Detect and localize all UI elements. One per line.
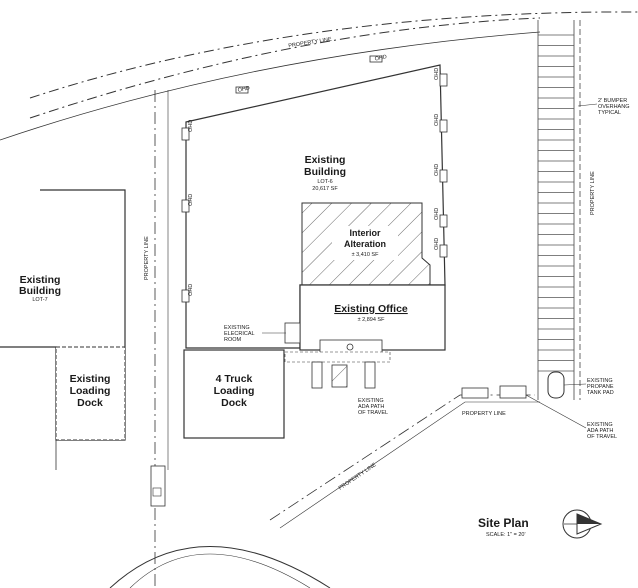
existing-building-title-1: Existing [305, 154, 346, 166]
svg-text:OHD: OHD [434, 164, 440, 176]
entry-sign-box [152, 487, 162, 497]
truck-dock-label-2: Loading [214, 385, 255, 397]
west-building-title-2: Building [19, 285, 61, 297]
north-arrow-icon [562, 509, 603, 539]
ada-path-center-2: ADA PATH [358, 404, 384, 410]
north-road-edges [0, 11, 638, 141]
west-dock-label-1: Existing [70, 373, 111, 385]
svg-text:OHD: OHD [374, 54, 387, 62]
bumper-note-leader [577, 103, 598, 107]
existing-office [299, 284, 446, 351]
svg-text:OHD: OHD [237, 85, 250, 93]
svg-text:OHD: OHD [434, 68, 440, 80]
west-building-title-1: Existing [20, 274, 61, 286]
svg-text:OHD: OHD [434, 208, 440, 220]
existing-office-area: ± 2,894 SF [358, 317, 386, 323]
west-loading-dock [55, 346, 126, 441]
cul-de-sac-curve [109, 546, 331, 588]
ada-path-east-leader [525, 394, 587, 429]
ada-path-east-2: ADA PATH [587, 428, 613, 434]
svg-text:OHD: OHD [188, 194, 194, 206]
propane-note-3: TANK PAD [587, 390, 614, 396]
existing-building-lot: LOT-6 [317, 179, 332, 185]
propane-note-leader [563, 383, 587, 386]
existing-building-title-2: Building [304, 166, 346, 178]
bumper-note-1: 2' BUMPER [598, 98, 627, 104]
electrical-room-label-3: ROOM [224, 337, 242, 343]
svg-text:OHD: OHD [434, 114, 440, 126]
bumper-note-3: TYPICAL [598, 110, 621, 116]
electrical-room-label-1: EXISTING [224, 325, 250, 331]
parking-stall-lines [538, 34, 574, 372]
ohd-labels: OHD OHD OHD OHD OHD OHD OHD OHD OHD OHD [188, 54, 440, 296]
ada-path-east-3: OF TRAVEL [587, 434, 617, 440]
west-dock-label-2: Loading [70, 385, 111, 397]
propane-note-1: EXISTING [587, 378, 613, 384]
svg-text:OHD: OHD [434, 238, 440, 250]
west-dock-label-3: Dock [77, 397, 103, 409]
interior-alteration-title-2: Alteration [344, 239, 386, 249]
property-line-label-diagonal: PROPERTY LINE [338, 462, 378, 492]
west-property-line [154, 90, 169, 588]
property-line-label-north: PROPERTY LINE [288, 37, 333, 50]
propane-tank-pad [547, 371, 565, 399]
cul-de-sac-inner [129, 553, 311, 588]
ada-path-east-1: EXISTING [587, 422, 613, 428]
entry-sign [150, 465, 166, 507]
interior-alteration-label-bg [332, 226, 398, 260]
site-plan-scale: SCALE: 1" = 20' [486, 532, 526, 538]
existing-office-title: Existing Office [334, 303, 408, 315]
bumper-note-2: OVERHANG [598, 104, 629, 110]
east-parking-stalls [537, 20, 581, 400]
south-property-lines [269, 385, 540, 529]
interior-alteration-area: ± 3,410 SF [352, 252, 380, 258]
truck-dock-label-1: 4 Truck [216, 373, 253, 385]
electrical-room-label-2: ELECRICAL [224, 331, 255, 337]
property-line-label-west: PROPERTY LINE [144, 236, 150, 280]
property-line-label-south: PROPERTY LINE [462, 411, 506, 417]
svg-text:OHD: OHD [188, 284, 194, 296]
electrical-room [284, 322, 301, 344]
interior-alteration-title-1: Interior [349, 228, 381, 238]
ohd-door-markers [181, 55, 448, 303]
ada-path-center-1: EXISTING [358, 398, 384, 404]
site-plan-title: Site Plan [478, 516, 529, 530]
svg-text:OHD: OHD [188, 120, 194, 132]
entry-ramp [284, 339, 391, 389]
truck-dock-label-3: Dock [221, 397, 247, 409]
four-truck-loading-dock [183, 349, 285, 439]
property-line-label-east: PROPERTY LINE [590, 171, 596, 215]
propane-note-2: PROPANE [587, 384, 614, 390]
ada-path-center-3: OF TRAVEL [358, 410, 388, 416]
west-building-lot: LOT-7 [32, 297, 47, 303]
existing-building-area: 20,617 SF [312, 186, 338, 192]
